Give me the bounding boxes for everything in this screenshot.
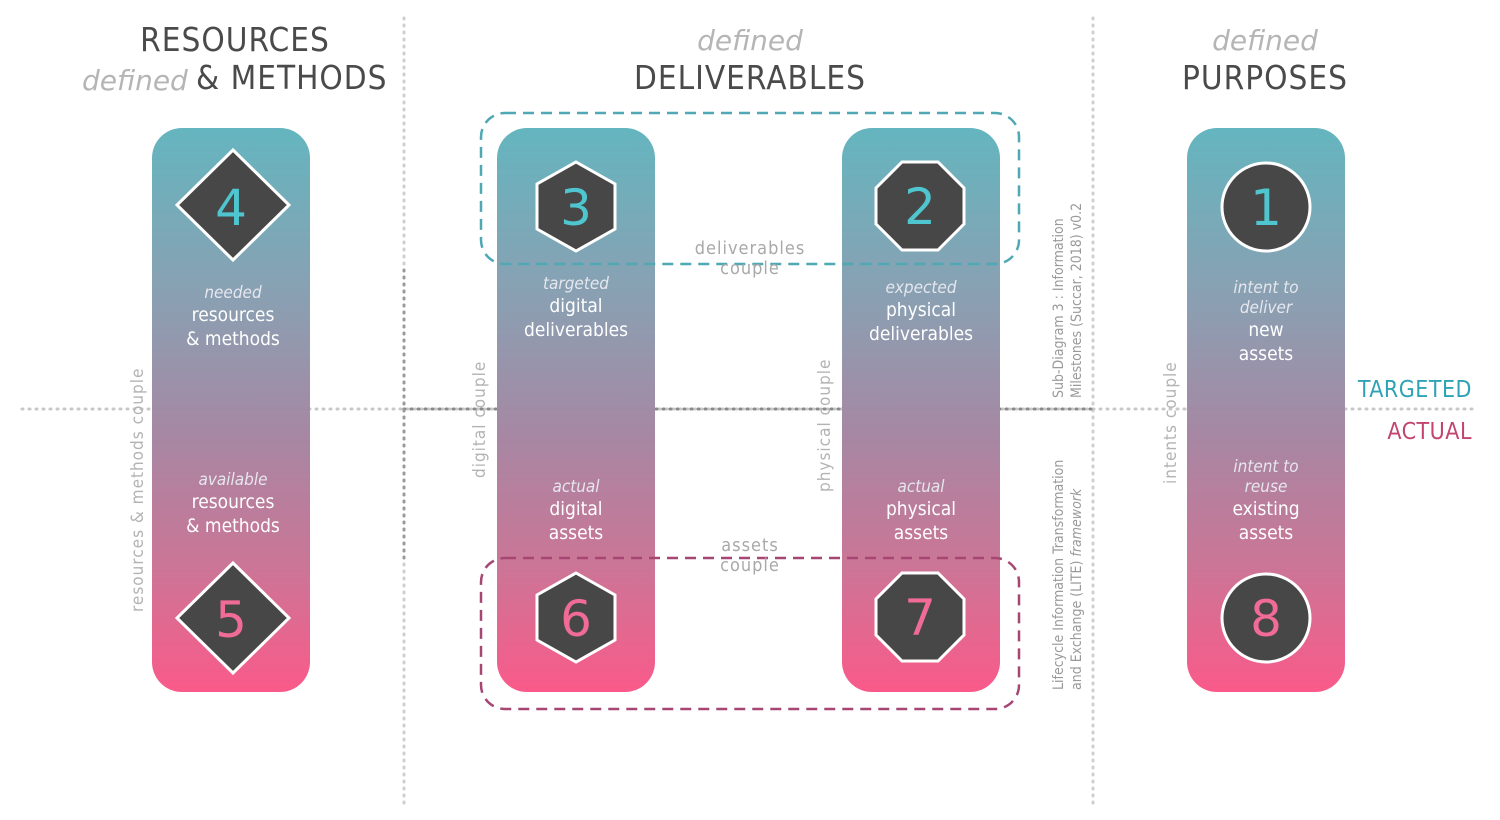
resources-needed-label: needed resources & methods [154, 283, 312, 351]
purposes-deliver-label: intent to deliver new assets [1187, 278, 1345, 366]
label-qualifier: expected [885, 278, 957, 298]
label-qualifier: intent to [1233, 457, 1299, 477]
resources-defined: defined [82, 64, 188, 97]
intents-couple-label: intents couple [1161, 361, 1181, 484]
label-line2: assets [893, 522, 949, 544]
digital-couple-label: digital couple [470, 360, 490, 478]
caption-block-2: Lifecycle Information Transformation and… [1050, 460, 1086, 690]
purposes-defined: defined [1212, 24, 1318, 57]
milestone-6-number: 6 [560, 590, 592, 648]
milestone-7-number: 7 [904, 589, 936, 647]
milestone-8-number: 8 [1250, 590, 1282, 648]
milestone-2-number: 2 [904, 178, 936, 236]
targeted-label: TARGETED [1357, 377, 1472, 403]
label-line2: deliverables [523, 319, 629, 341]
milestone-5-diamond-icon: 5 [174, 560, 292, 676]
assets-couple-label: assets couple [670, 536, 830, 576]
physical-couple-label: physical couple [815, 358, 835, 492]
label-qualifier: intent to [1233, 278, 1299, 298]
actual-label: ACTUAL [1387, 419, 1472, 445]
physical-actual-label: actual physical assets [842, 477, 1000, 545]
resources-title-line1: RESOURCES [140, 20, 330, 59]
milestone-4-number: 4 [215, 179, 247, 237]
label-qualifier-2: deliver [1239, 298, 1293, 318]
deliverables-couple-label: deliverables couple [670, 239, 830, 279]
label-line1: digital [549, 295, 603, 317]
milestone-7-octagon-icon: 7 [874, 571, 966, 663]
milestone-1-circle-icon: 1 [1220, 161, 1312, 253]
milestone-4-diamond-icon: 4 [174, 147, 292, 263]
couple-line2: couple [720, 258, 780, 279]
label-line2: & methods [186, 328, 280, 350]
caption-line4a: and Exchange (LITE) [1069, 556, 1085, 690]
label-line2: deliverables [868, 323, 974, 345]
label-line1: digital [549, 498, 603, 520]
milestone-2-octagon-icon: 2 [874, 160, 966, 252]
milestone-3-number: 3 [560, 179, 592, 237]
caption-block-1: Sub-Diagram 3 : Information Milestones (… [1050, 203, 1086, 398]
label-line2: assets [548, 522, 604, 544]
resources-available-label: available resources & methods [154, 470, 312, 538]
caption-line2: Milestones (Succar, 2018) v0.2 [1069, 202, 1085, 398]
label-line1: resources [191, 491, 275, 513]
milestone-6-hexagon-icon: 6 [535, 571, 617, 664]
label-line1: physical [885, 498, 957, 520]
label-qualifier: available [198, 470, 268, 490]
physical-expected-label: expected physical deliverables [842, 278, 1000, 346]
label-qualifier-2: reuse [1244, 477, 1288, 497]
caption-line1: Sub-Diagram 3 : Information [1051, 218, 1067, 398]
couple-line1: assets [721, 535, 779, 556]
purposes-title: PURPOSES [1182, 58, 1348, 97]
label-qualifier: targeted [543, 274, 609, 294]
milestone-8-circle-icon: 8 [1220, 572, 1312, 664]
deliverables-couple-box [479, 111, 1021, 266]
label-line1: existing [1232, 498, 1300, 520]
label-qualifier: actual [552, 477, 600, 497]
deliverables-title: DELIVERABLES [633, 58, 867, 97]
caption-line4b: framework [1069, 488, 1085, 557]
label-line1: physical [885, 299, 957, 321]
resources-title-line2: & METHODS [196, 58, 388, 97]
digital-actual-label: actual digital assets [497, 477, 655, 545]
label-line2: assets [1238, 343, 1294, 365]
milestone-3-hexagon-icon: 3 [535, 160, 617, 253]
couple-line1: deliverables [694, 238, 806, 259]
caption-line3: Lifecycle Information Transformation [1051, 459, 1067, 690]
label-line1: resources [191, 304, 275, 326]
digital-targeted-label: targeted digital deliverables [497, 274, 655, 342]
milestone-5-number: 5 [215, 591, 247, 649]
label-line2: assets [1238, 522, 1294, 544]
label-line2: & methods [186, 515, 280, 537]
couple-line2: couple [720, 555, 780, 576]
label-qualifier: needed [204, 283, 262, 303]
label-qualifier: actual [897, 477, 945, 497]
purposes-reuse-label: intent to reuse existing assets [1187, 457, 1345, 545]
label-line1: new [1248, 319, 1284, 341]
milestone-1-number: 1 [1250, 179, 1282, 237]
resources-methods-couple-label: resources & methods couple [128, 367, 148, 612]
assets-couple-box [479, 556, 1021, 711]
deliverables-defined: defined [697, 24, 803, 57]
